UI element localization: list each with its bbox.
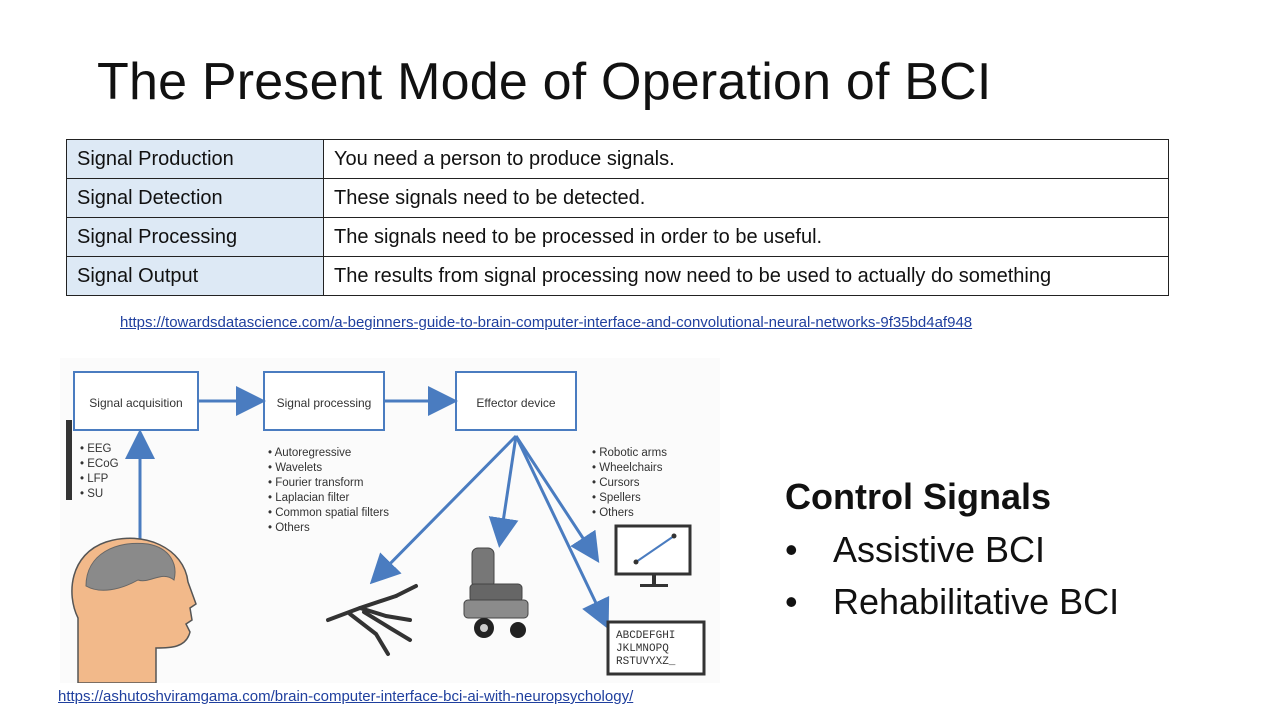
table-row: Signal Production You need a person to p… — [66, 139, 1169, 179]
control-signals-section: Control Signals • Assistive BCI • Rehabi… — [785, 476, 1119, 628]
svg-text:• Fourier transform: • Fourier transform — [268, 477, 363, 489]
svg-text:Effector device: Effector device — [476, 396, 555, 410]
reference-link-towardsdatascience[interactable]: https://towardsdatascience.com/a-beginne… — [120, 314, 973, 331]
svg-text:• Wheelchairs: • Wheelchairs — [592, 462, 663, 474]
stage-cell: Signal Detection — [66, 178, 324, 218]
description-cell: The results from signal processing now n… — [323, 256, 1169, 296]
table-row: Signal Processing The signals need to be… — [66, 217, 1169, 257]
svg-text:• SU: • SU — [80, 488, 103, 500]
stage-cell: Signal Production — [66, 139, 324, 179]
bci-stages-table: Signal Production You need a person to p… — [66, 139, 1169, 296]
processing-list: • Autoregressive • Wavelets • Fourier tr… — [268, 447, 389, 534]
cursor-monitor-icon — [614, 524, 692, 587]
slide-title: The Present Mode of Operation of BCI — [97, 53, 992, 111]
description-cell: These signals need to be detected. — [323, 178, 1169, 218]
svg-text:• Common spatial filters: • Common spatial filters — [268, 507, 389, 519]
control-signals-heading: Control Signals — [785, 476, 1052, 517]
bci-pipeline-diagram: Signal acquisition Signal processing Eff… — [60, 358, 720, 683]
effector-list: • Robotic arms • Wheelchairs • Cursors •… — [592, 447, 667, 519]
effector-device-box: Effector device — [455, 371, 577, 431]
svg-text:RSTUVYXZ_: RSTUVYXZ_ — [616, 656, 676, 668]
stage-cell: Signal Processing — [66, 217, 324, 257]
flow-arrow — [369, 434, 518, 585]
reference-link-ashutoshviramgama[interactable]: https://ashutoshviramgama.com/brain-comp… — [58, 688, 634, 705]
svg-text:Signal processing: Signal processing — [277, 396, 372, 410]
svg-text:JKLMNOPQ: JKLMNOPQ — [616, 643, 669, 655]
signal-acquisition-box: Signal acquisition — [73, 371, 199, 431]
svg-text:• Robotic arms: • Robotic arms — [592, 447, 667, 459]
svg-text:• Autoregressive: • Autoregressive — [268, 447, 351, 459]
svg-text:• LFP: • LFP — [80, 473, 109, 485]
robotic-hand-icon — [326, 584, 418, 656]
description-cell: You need a person to produce signals. — [323, 139, 1169, 179]
svg-text:• Others: • Others — [268, 522, 310, 534]
description-cell: The signals need to be processed in orde… — [323, 217, 1169, 257]
list-item-label: Rehabilitative BCI — [833, 581, 1120, 622]
list-item: • Assistive BCI — [785, 524, 1119, 576]
bullet-icon: • — [785, 529, 798, 570]
svg-text:• EEG: • EEG — [80, 443, 112, 455]
svg-text:• ECoG: • ECoG — [80, 458, 119, 470]
acquisition-list: • EEG • ECoG • LFP • SU — [80, 443, 119, 500]
svg-text:• Wavelets: • Wavelets — [268, 462, 322, 474]
list-item: • Rehabilitative BCI — [785, 576, 1119, 628]
human-head-icon — [71, 537, 197, 683]
list-item-label: Assistive BCI — [833, 529, 1046, 570]
flow-arrow — [514, 435, 600, 564]
control-signals-list: • Assistive BCI • Rehabilitative BCI — [785, 524, 1119, 628]
slide-edge-bar — [66, 420, 72, 500]
table-row: Signal Output The results from signal pr… — [66, 256, 1169, 296]
table-row: Signal Detection These signals need to b… — [66, 178, 1169, 218]
svg-text:• Cursors: • Cursors — [592, 477, 640, 489]
signal-processing-box: Signal processing — [263, 371, 385, 431]
flow-arrow — [514, 435, 610, 630]
speller-monitor-icon: ABCDEFGHI JKLMNOPQ RSTUVYXZ_ — [606, 620, 706, 676]
svg-text:ABCDEFGHI: ABCDEFGHI — [616, 630, 675, 642]
bullet-icon: • — [785, 581, 798, 622]
wheelchair-icon — [463, 547, 529, 638]
stage-cell: Signal Output — [66, 256, 324, 296]
svg-text:Signal acquisition: Signal acquisition — [89, 396, 182, 410]
flow-arrow — [488, 435, 519, 548]
svg-text:• Others: • Others — [592, 507, 634, 519]
svg-text:• Spellers: • Spellers — [592, 492, 641, 504]
svg-text:• Laplacian filter: • Laplacian filter — [268, 492, 350, 504]
